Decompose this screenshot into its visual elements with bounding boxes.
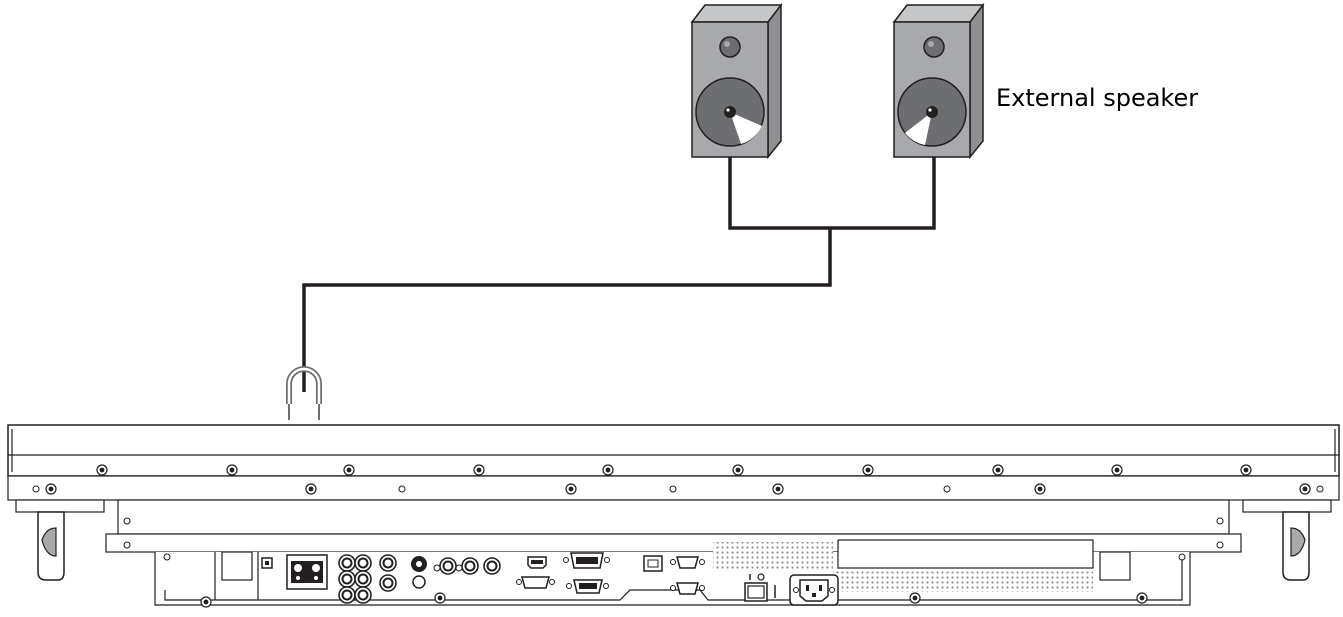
hdmi-port <box>527 556 547 569</box>
external-speaker-label: External speaker <box>996 84 1198 112</box>
vga-port <box>516 576 555 589</box>
speaker-cable <box>302 157 936 392</box>
wire-fork <box>286 366 322 420</box>
speaker-right-top <box>892 4 985 23</box>
connector-panel <box>261 552 839 606</box>
speaker-icon <box>695 36 765 147</box>
display-rear-panel <box>7 424 1340 606</box>
speaker-right-side <box>969 2 984 160</box>
component-inputs <box>433 557 501 575</box>
lan-port <box>643 555 663 572</box>
speaker-left <box>690 2 783 160</box>
ac-inlet <box>789 574 839 606</box>
speaker-left-side <box>767 2 782 160</box>
power-switch <box>744 573 776 602</box>
rs232-ports <box>670 556 705 595</box>
speaker-left-top <box>690 4 783 23</box>
speaker-icon <box>897 36 967 147</box>
speaker-terminal <box>286 554 328 590</box>
panel-screws <box>32 464 1324 608</box>
vga-port-2 <box>566 579 609 594</box>
speaker-right <box>892 2 985 160</box>
svideo-port <box>411 556 427 589</box>
dvi-port <box>563 552 610 569</box>
